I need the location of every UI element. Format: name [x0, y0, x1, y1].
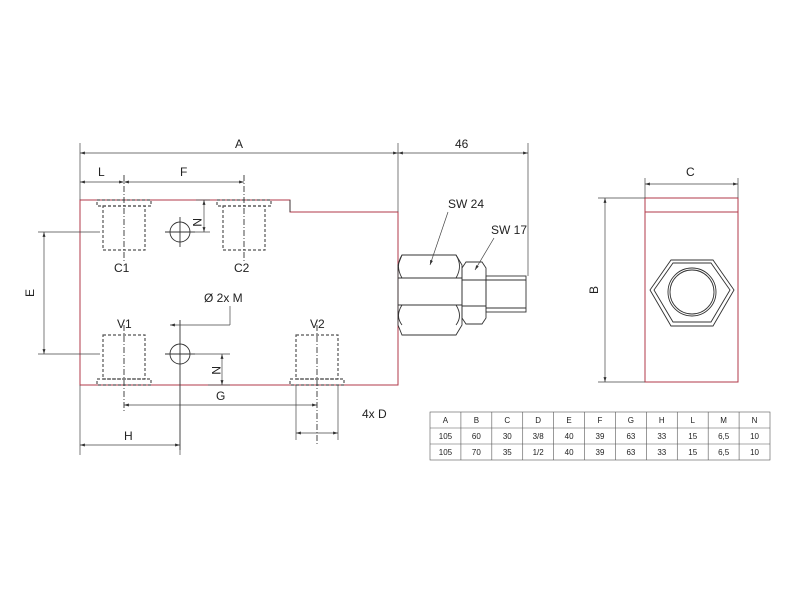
table-cell: 15 [688, 448, 697, 457]
dim-a-label: A [235, 137, 243, 151]
dim-n-top-label: N [190, 218, 204, 227]
table-header-cell: H [659, 416, 665, 425]
table-header-cell: L [691, 416, 696, 425]
table-header-cell: D [535, 416, 541, 425]
dim-l-label: L [98, 165, 105, 179]
table-cell: 39 [596, 432, 605, 441]
table-header-cell: E [566, 416, 571, 425]
wrench-sw17-label: SW 17 [491, 223, 527, 237]
table-cell: 15 [688, 432, 697, 441]
table-cell: 105 [439, 432, 453, 441]
table-cell: 10 [750, 448, 759, 457]
dim-m-label: Ø 2x M [204, 291, 243, 305]
port-v2 [289, 325, 345, 445]
hex-fitting-sw17 [461, 261, 527, 325]
port-c2-label: C2 [234, 261, 250, 275]
table-cell: 6,5 [718, 448, 730, 457]
dim-g-label: G [216, 389, 225, 403]
port-c2 [216, 175, 272, 262]
table-cell: 70 [472, 448, 481, 457]
table-cell: 35 [503, 448, 512, 457]
table-header-cell: C [504, 416, 510, 425]
dimension-table: A B C D E F G H L M N 105 60 30 3/8 40 39 63 33 15 6,5 10 105 7… [429, 411, 771, 461]
table-cell: 63 [626, 432, 635, 441]
port-c1 [96, 175, 152, 262]
hex-fitting-sw24 [397, 254, 463, 336]
table-cell: 33 [657, 432, 666, 441]
table-header-cell: G [628, 416, 634, 425]
table-cell: 105 [439, 448, 453, 457]
table-cell: 63 [626, 448, 635, 457]
dim-d-label: 4x D [362, 407, 387, 421]
table-header-cell: B [474, 416, 479, 425]
table-header-cell: F [598, 416, 603, 425]
port-v2-label: V2 [310, 317, 325, 331]
table-cell: 33 [657, 448, 666, 457]
table-cell: 3/8 [533, 432, 545, 441]
port-v1-label: V1 [117, 317, 132, 331]
dim-c-label: C [686, 165, 695, 179]
dim-h-label: H [124, 429, 133, 443]
port-v1 [96, 325, 152, 412]
valve-body-side-view [644, 197, 739, 383]
table-header-cell: M [720, 416, 727, 425]
dim-b-label: B [587, 286, 601, 294]
table-cell: 60 [472, 432, 481, 441]
port-c1-label: C1 [114, 261, 130, 275]
table-cell: 1/2 [533, 448, 545, 457]
table-header-cell: A [443, 416, 449, 425]
table-cell: 40 [565, 448, 574, 457]
table-header-cell: N [752, 416, 758, 425]
dim-46-label: 46 [455, 137, 469, 151]
wrench-sw24-label: SW 24 [448, 197, 484, 211]
table-cell: 6,5 [718, 432, 730, 441]
table-cell: 30 [503, 432, 512, 441]
dim-e-label: E [23, 289, 37, 297]
dim-f-label: F [180, 165, 187, 179]
table-cell: 40 [565, 432, 574, 441]
table-cell: 10 [750, 432, 759, 441]
table-cell: 39 [596, 448, 605, 457]
dim-n-bottom-label: N [209, 366, 223, 375]
